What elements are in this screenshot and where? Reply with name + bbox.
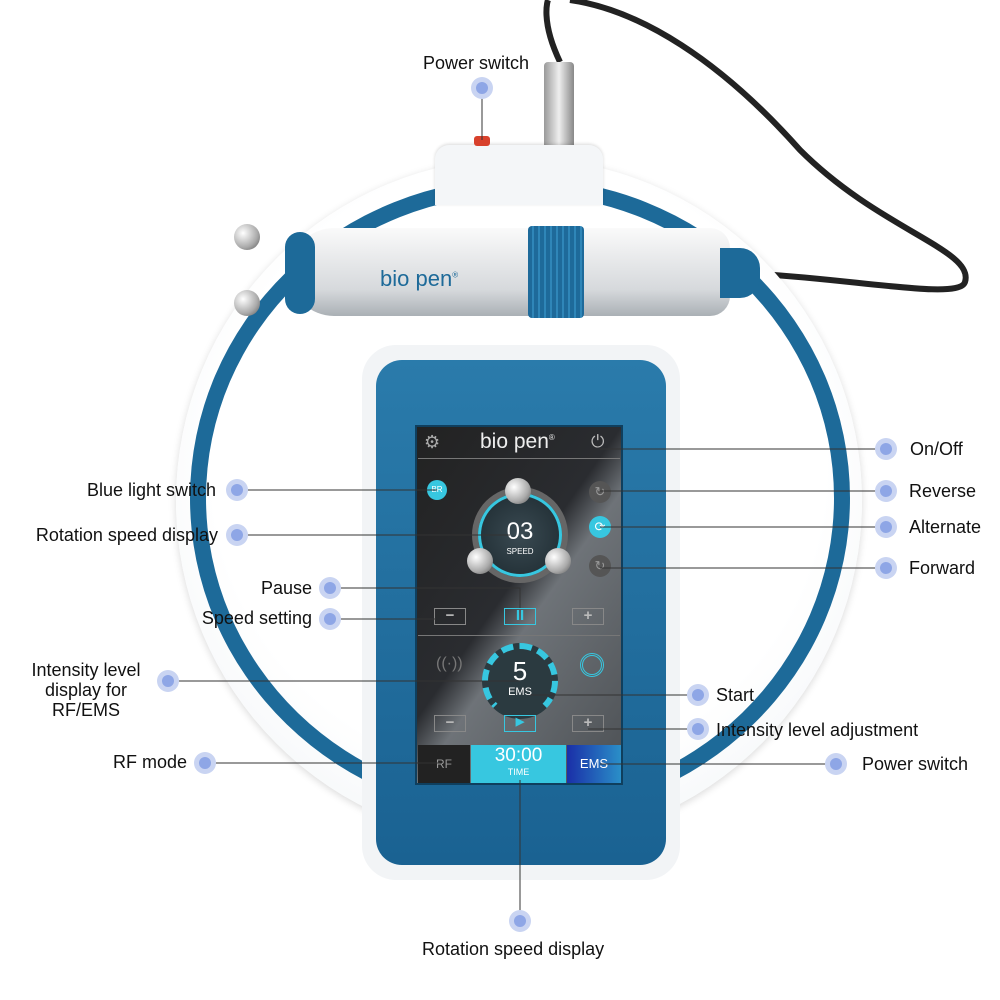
divider	[418, 458, 620, 459]
timer-display[interactable]: 30:00 TIME	[471, 745, 566, 783]
callout-dot	[825, 753, 847, 775]
label-start: Start	[716, 685, 755, 705]
label-forward: Forward	[909, 558, 976, 578]
callout-dot	[194, 752, 216, 774]
rf-wave-icon[interactable]: ((·))	[436, 655, 463, 672]
callout-dot	[157, 670, 179, 692]
label-rf-mode: RF mode	[112, 752, 187, 772]
handpiece-tail	[720, 248, 760, 298]
divider	[418, 635, 620, 636]
speed-minus-button[interactable]: −	[434, 608, 466, 625]
handpiece-ball	[234, 290, 260, 316]
callout-dot	[875, 516, 897, 538]
screen-logo: bio pen®	[480, 430, 555, 453]
speed-plus-button[interactable]: +	[572, 608, 604, 625]
label-blue-light-switch: Blue light switch	[86, 480, 216, 500]
label-rotation-speed-display: Rotation speed display	[35, 525, 218, 545]
label-rotation-speed-display-bottom: Rotation speed display	[422, 939, 605, 959]
callout-dot	[319, 577, 341, 599]
handpiece-logo: bio pen®	[380, 266, 459, 291]
label-alternate: Alternate	[909, 517, 982, 537]
ems-wave-icon[interactable]	[580, 653, 604, 677]
speed-label: SPEED	[506, 547, 534, 556]
callout-dot	[226, 524, 248, 546]
dial-ball	[545, 548, 571, 574]
callout-dot	[226, 479, 248, 501]
label-speed-setting: Speed setting	[201, 608, 312, 628]
callout-dot	[875, 480, 897, 502]
pause-button[interactable]: II	[504, 608, 536, 625]
power-icon[interactable]: ⏻	[591, 432, 605, 451]
speed-value: 03	[506, 518, 534, 545]
intensity-mode: EMS	[508, 686, 532, 698]
callout-dot	[687, 718, 709, 740]
label-power-switch-top: Power switch	[423, 53, 530, 73]
forward-icon[interactable]: ↻	[589, 555, 611, 577]
callout-dot	[471, 77, 493, 99]
label-on-off: On/Off	[910, 439, 963, 459]
callout-dot	[509, 910, 531, 932]
intensity-plus-button[interactable]: +	[572, 715, 604, 732]
time-label: TIME	[507, 767, 530, 777]
callout-dot	[687, 684, 709, 706]
time-value: 30:00	[494, 745, 543, 766]
start-button[interactable]: ▶	[504, 715, 536, 732]
callout-dot	[319, 608, 341, 630]
top-cap	[435, 145, 603, 205]
dial-ball	[505, 478, 531, 504]
handpiece-ball	[234, 224, 260, 250]
intensity-value: 5	[512, 656, 528, 686]
callout-dot	[875, 557, 897, 579]
label-power-switch-right: Power switch	[862, 754, 969, 774]
dial-ball	[467, 548, 493, 574]
callout-dot	[875, 438, 897, 460]
handpiece-grip-band	[528, 226, 584, 318]
handpiece[interactable]	[290, 228, 730, 316]
label-reverse: Reverse	[909, 481, 977, 501]
rf-mode-button[interactable]: RF	[418, 745, 470, 783]
gear-icon[interactable]: ⚙	[424, 432, 441, 452]
cable-connector	[544, 62, 574, 150]
intensity-minus-button[interactable]: −	[434, 715, 466, 732]
label-intensity-adjustment: Intensity level adjustment	[716, 720, 919, 740]
handpiece-tip-ring	[285, 232, 315, 314]
label-pause: Pause	[260, 578, 312, 598]
label-intensity-display: Intensity level display for RF/EMS	[31, 660, 141, 720]
power-switch[interactable]	[474, 136, 490, 146]
